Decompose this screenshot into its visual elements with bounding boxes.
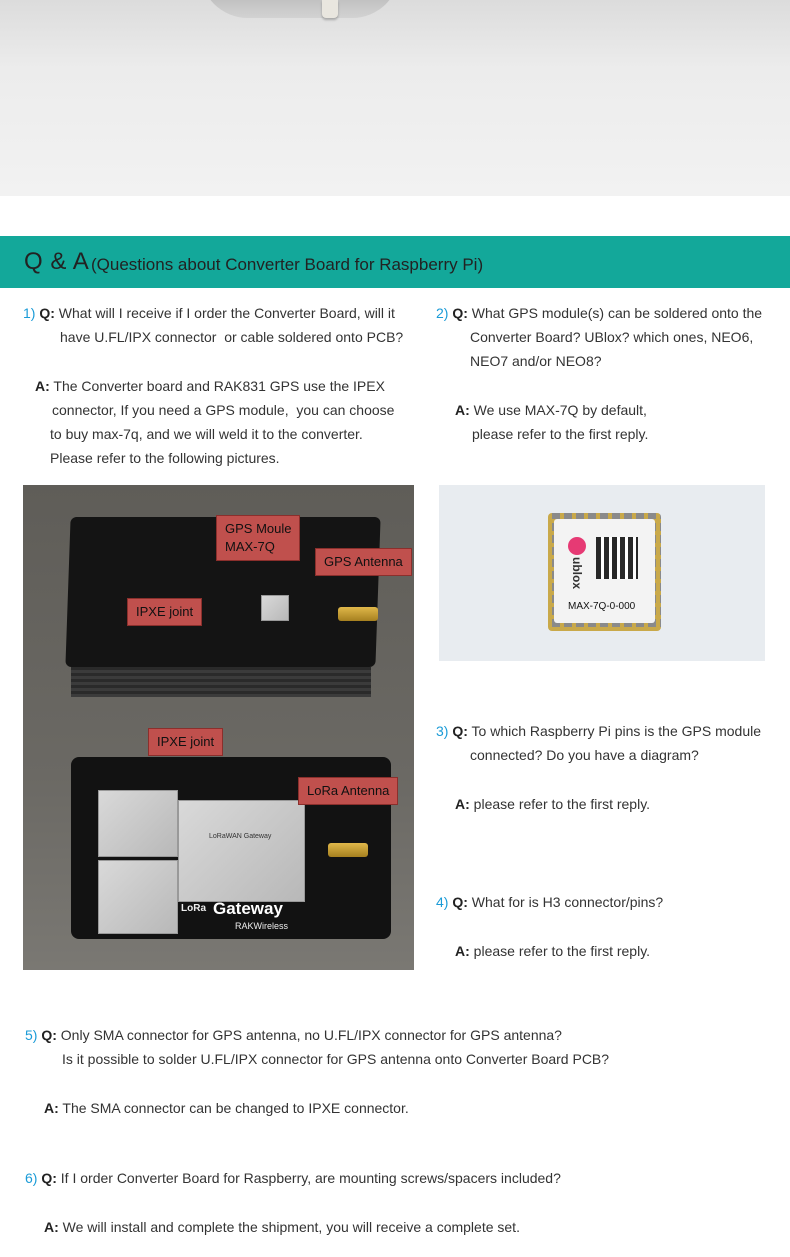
question-3-line-2: connected? Do you have a diagram? <box>470 747 699 763</box>
device-edge <box>200 0 400 18</box>
answer-4: A: please refer to the first reply. <box>455 943 651 959</box>
question-2-line-2: Converter Board? UBlox? which ones, NEO6… <box>470 329 754 345</box>
answer-2: A: We use MAX-7Q by default, <box>455 402 647 418</box>
answer-1-line-3: to buy max-7q, and we will weld it to th… <box>50 426 363 442</box>
lora-logo: LoRa <box>181 903 206 914</box>
lora-sma-connector <box>328 843 368 857</box>
question-2: 2) Q: What GPS module(s) can be soldered… <box>436 305 763 321</box>
question-4: 4) Q: What for is H3 connector/pins? <box>436 894 664 910</box>
ublox-logo-icon <box>568 537 586 555</box>
qr-code-icon <box>596 537 638 579</box>
answer-1-line-2: connector, If you need a GPS module, you… <box>52 402 395 418</box>
chip-model-label: MAX-7Q-0-000 <box>568 601 636 612</box>
gps-chip-photo: ublox MAX-7Q-0-000 <box>439 485 765 661</box>
answer-3: A: please refer to the first reply. <box>455 796 651 812</box>
rf-shield-2 <box>98 860 178 934</box>
question-1-line-2: have U.FL/IPX connector or cable soldere… <box>60 329 404 345</box>
answer-5: A: The SMA connector can be changed to I… <box>44 1100 409 1116</box>
callout-gps-module: GPS Moule MAX-7Q <box>216 515 301 561</box>
question-5-line-2: Is it possible to solder U.FL/IPX connec… <box>62 1051 610 1067</box>
callout-ipxe-joint-bottom: IPXE joint <box>148 728 224 756</box>
answer-6: A: We will install and complete the ship… <box>44 1219 520 1235</box>
lorawan-module-shield: LoRaWAN Gateway <box>178 800 305 902</box>
question-5: 5) Q: Only SMA connector for GPS antenna… <box>25 1027 562 1043</box>
question-6: 6) Q: If I order Converter Board for Ras… <box>25 1170 561 1186</box>
heatsink <box>71 667 371 697</box>
answer-1: A: The Converter board and RAK831 GPS us… <box>35 378 385 394</box>
qa-subtitle: (Questions about Converter Board for Ras… <box>91 255 484 274</box>
maker-logo: RAKWireless <box>235 921 289 931</box>
qa-banner: Q & A (Questions about Converter Board f… <box>0 236 790 288</box>
question-3: 3) Q: To which Raspberry Pi pins is the … <box>436 723 762 739</box>
callout-gps-antenna: GPS Antenna <box>315 548 412 576</box>
callout-ipxe-joint-top: IPXE joint <box>127 598 203 626</box>
max-7q-chip: ublox MAX-7Q-0-000 <box>548 513 661 631</box>
chip-face: ublox MAX-7Q-0-000 <box>554 519 655 623</box>
gateway-logo: Gateway <box>213 899 283 918</box>
rf-shield-1 <box>98 790 178 857</box>
gps-sma-connector <box>338 607 378 621</box>
ublox-brand: ublox <box>570 557 584 589</box>
answer-2-line-2: please refer to the first reply. <box>472 426 649 442</box>
callout-lora-antenna: LoRa Antenna <box>298 777 399 805</box>
lorawan-label: LoRaWAN Gateway <box>209 833 272 840</box>
gps-module-chip <box>261 595 289 621</box>
top-product-photo <box>0 0 790 196</box>
question-2-line-3: NEO7 and/or NEO8? <box>470 353 602 369</box>
converter-board-photo: LoRaWAN Gateway LoRa Gateway RAKWireless… <box>23 485 414 970</box>
question-1: 1) Q: What will I receive if I order the… <box>23 305 395 321</box>
qa-title: Q & A <box>24 248 90 275</box>
spacer-post <box>322 0 338 18</box>
answer-1-line-4: Please refer to the following pictures. <box>50 450 280 466</box>
